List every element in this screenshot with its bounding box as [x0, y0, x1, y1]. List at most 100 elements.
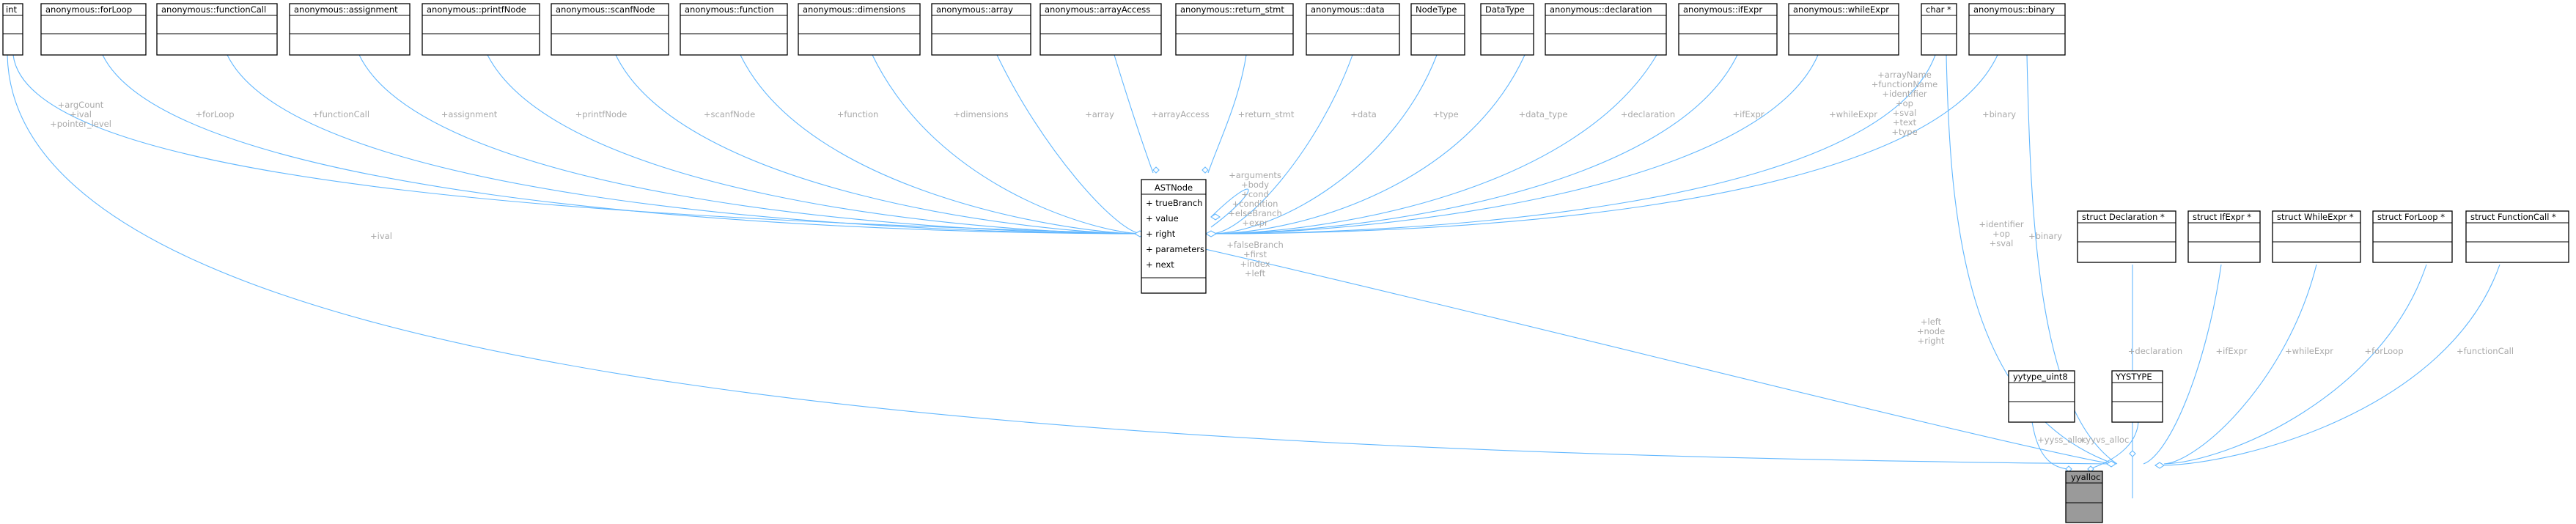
edge-structForLoop	[2163, 264, 2427, 465]
class-title: anonymous::assignment	[294, 4, 398, 15]
edge-DataType	[1210, 54, 1526, 235]
class-title: anonymous::scanfNode	[556, 4, 655, 15]
class-box-array[interactable]: anonymous::array	[931, 3, 1031, 56]
class-box-forLoop[interactable]: anonymous::forLoop	[40, 3, 147, 56]
edge-int-yystype	[7, 54, 2112, 465]
class-box-struct-declaration[interactable]: struct Declaration *	[2077, 210, 2176, 263]
member-parameters: + parameters	[1146, 244, 1204, 254]
edge-yystype-yyalloc	[2089, 421, 2139, 470]
label-whileExpr: +whileExpr	[1829, 109, 1877, 119]
class-box-scanfNode[interactable]: anonymous::scanfNode	[551, 3, 669, 56]
class-title: anonymous::data	[1311, 4, 1385, 15]
label-astnode-self-4: +condition	[1232, 199, 1278, 209]
label-structFunctionCall: +functionCall	[2457, 346, 2514, 356]
class-title: YYSTYPE	[2115, 372, 2152, 382]
class-title: char *	[1926, 4, 1951, 15]
edge-int-astnode	[12, 54, 1142, 235]
class-box-return_stmt[interactable]: anonymous::return_stmt	[1175, 3, 1294, 56]
label-int-astnode-2: +ival	[70, 109, 92, 119]
class-box-yytype-uint8[interactable]: yytype_uint8	[2008, 370, 2075, 423]
label-structDeclaration: +declaration	[2128, 346, 2182, 356]
diamond-astnode-self	[1210, 213, 1221, 221]
edge-forLoop	[102, 54, 1142, 235]
label-char-astnode-2: +functionName	[1872, 79, 1938, 89]
label-astnode-self-3: +cond	[1241, 189, 1269, 199]
label-functionCall: +functionCall	[312, 109, 369, 119]
edge-declaration	[1210, 54, 1657, 235]
edge-structFunctionCall	[2163, 264, 2500, 466]
label-astnode-yystype-1: +left	[1921, 317, 1942, 327]
label-char-astnode-5: +sval	[1893, 108, 1917, 118]
class-title: int	[6, 4, 17, 15]
class-title: yyalloc	[2071, 472, 2100, 482]
class-box-struct-ifexpr[interactable]: struct IfExpr *	[2187, 210, 2261, 263]
class-title: struct FunctionCall *	[2470, 212, 2556, 222]
label-astnode-self-7: +falseBranch	[1226, 240, 1284, 250]
edge-binary-yystype	[2026, 54, 2118, 465]
diamond-astnode-right	[1204, 230, 1218, 237]
class-box-assignment[interactable]: anonymous::assignment	[289, 3, 411, 56]
label-structIfExpr: +ifExpr	[2216, 346, 2248, 356]
class-title: anonymous::printfNode	[427, 4, 526, 15]
label-array: +array	[1085, 109, 1114, 119]
member-trueBranch: + trueBranch	[1146, 198, 1202, 208]
class-box-declaration[interactable]: anonymous::declaration	[1545, 3, 1667, 56]
edge-char-astnode	[1210, 54, 1936, 235]
label-dimensions: +dimensions	[953, 109, 1008, 119]
label-binary-yystype: +binary	[2028, 231, 2062, 241]
class-title: anonymous::function	[685, 4, 774, 15]
label-structForLoop: +forLoop	[2364, 346, 2403, 356]
class-title: struct IfExpr *	[2193, 212, 2251, 222]
edge-array	[996, 54, 1142, 235]
label-char-astnode-6: +text	[1893, 117, 1917, 128]
class-title: ASTNode	[1155, 182, 1193, 193]
edge-assignment	[358, 54, 1142, 235]
class-box-functionCall[interactable]: anonymous::functionCall	[156, 3, 278, 56]
edge-printfNode	[487, 54, 1142, 235]
class-box-int[interactable]: int	[2, 3, 23, 56]
class-box-yyalloc[interactable]: yyalloc	[2065, 471, 2103, 523]
label-yyvs-alloc: +yyvs_alloc	[2079, 435, 2130, 445]
class-title: DataType	[1485, 4, 1525, 15]
class-title: anonymous::arrayAccess	[1045, 4, 1150, 15]
label-return_stmt: +return_stmt	[1238, 109, 1295, 119]
class-box-struct-forloop[interactable]: struct ForLoop *	[2372, 210, 2453, 263]
edge-dimensions	[872, 54, 1142, 235]
class-title: anonymous::functionCall	[161, 4, 266, 15]
class-box-ifExpr[interactable]: anonymous::ifExpr	[1678, 3, 1778, 56]
label-ifExpr: +ifExpr	[1733, 109, 1764, 119]
label-NodeType: +type	[1432, 109, 1458, 119]
class-box-printfNode[interactable]: anonymous::printfNode	[422, 3, 540, 56]
class-title: anonymous::declaration	[1550, 4, 1652, 15]
label-astnode-self-5: +elseBranch	[1228, 208, 1282, 218]
label-DataType: +data_type	[1519, 109, 1568, 119]
label-astnode-self-10: +left	[1245, 268, 1266, 278]
member-value: + value	[1146, 213, 1179, 224]
edge-NodeType	[1210, 54, 1438, 235]
class-box-dimensions[interactable]: anonymous::dimensions	[798, 3, 921, 56]
class-box-arrayAccess[interactable]: anonymous::arrayAccess	[1039, 3, 1162, 56]
class-box-astnode[interactable]: ASTNode + trueBranch + value + right + p…	[1141, 179, 1207, 294]
label-astnode-yystype-3: +right	[1918, 336, 1945, 346]
class-title: struct ForLoop *	[2377, 212, 2445, 222]
class-title: anonymous::whileExpr	[1793, 4, 1889, 15]
class-box-binary[interactable]: anonymous::binary	[1968, 3, 2066, 56]
class-box-NodeType[interactable]: NodeType	[1410, 3, 1465, 56]
edge-char-yystype	[1946, 54, 2115, 465]
class-box-function[interactable]: anonymous::function	[680, 3, 788, 56]
class-box-data[interactable]: anonymous::data	[1306, 3, 1400, 56]
edge-whileExpr	[1210, 54, 1819, 235]
edge-ifExpr	[1210, 54, 1738, 235]
edge-labels: +argCount +ival +pointer_level +ival +fo…	[50, 70, 2514, 445]
class-box-struct-functioncall[interactable]: struct FunctionCall *	[2465, 210, 2569, 263]
class-box-char-pointer[interactable]: char *	[1921, 3, 1957, 56]
edge-return_stmt	[1207, 54, 1247, 174]
edge-astnode-self	[1210, 188, 1249, 228]
label-forLoop: +forLoop	[195, 109, 234, 119]
class-box-DataType[interactable]: DataType	[1480, 3, 1534, 56]
class-box-struct-whileexpr[interactable]: struct WhileExpr *	[2272, 210, 2361, 263]
class-box-yystype[interactable]: YYSTYPE	[2111, 370, 2163, 423]
edge-structIfExpr	[2143, 264, 2222, 465]
class-box-whileExpr[interactable]: anonymous::whileExpr	[1788, 3, 1899, 56]
